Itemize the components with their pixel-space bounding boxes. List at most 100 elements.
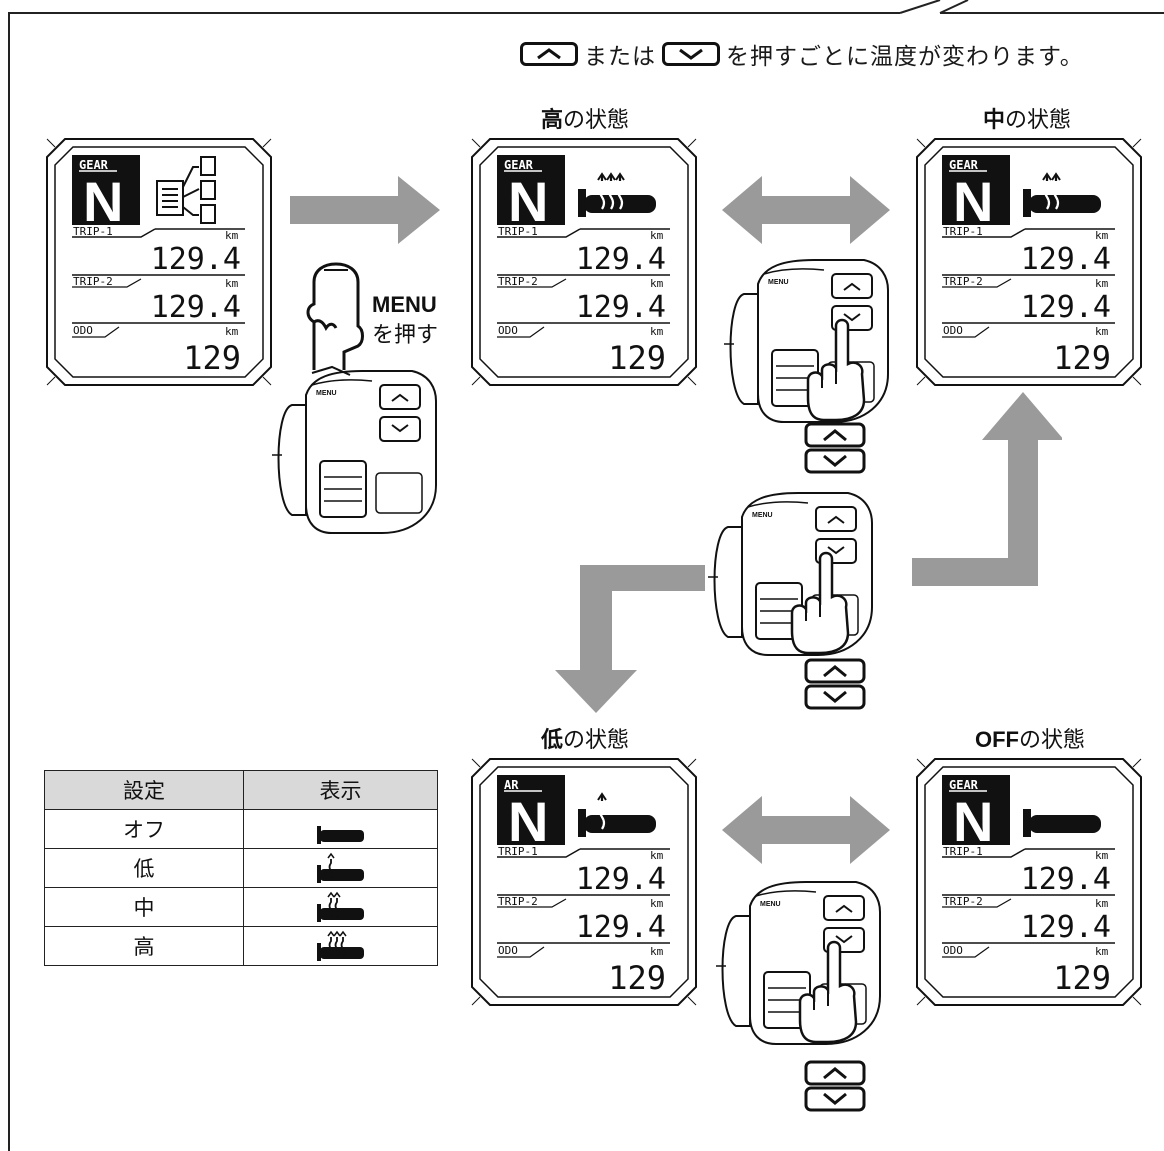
svg-text:MENU: MENU [760, 901, 781, 908]
trip1-value: 129.4 [151, 242, 241, 277]
table-cell-setting: 低 [44, 848, 244, 888]
grip-heater-mid-icon [1023, 172, 1101, 217]
down-button-icon [662, 42, 720, 66]
table-header-display: 表示 [243, 770, 438, 810]
handlebar-switch-1: MENU [724, 254, 904, 434]
odo-value: 129 [183, 339, 241, 377]
table-cell-setting: 高 [44, 926, 244, 966]
grip-heater-high-icon [578, 172, 656, 217]
grip-heater-off-icon [315, 816, 367, 844]
trip1-value: 129.4 [1021, 242, 1111, 277]
unit: km [650, 945, 664, 958]
trip1-label: TRIP-1 [498, 845, 538, 858]
pointing-finger-icon [306, 262, 364, 370]
up-down-buttons-1 [804, 422, 866, 474]
table-cell-icon [243, 887, 438, 927]
trip2-value: 129.4 [151, 290, 241, 325]
unit: km [1095, 229, 1109, 242]
menu-press-label: MENU を押す [372, 290, 438, 350]
unit: km [225, 229, 239, 242]
up-down-buttons-3 [804, 1060, 866, 1112]
trip2-label: TRIP-2 [498, 895, 538, 908]
odo-value: 129 [608, 959, 666, 997]
state-label-off: OFFの状態 [974, 727, 1085, 752]
lcd-display-menu: GEAR N TRIP-1 km 129.4 TRIP-2 km 129.4 O… [45, 137, 273, 387]
double-arrow-high-mid-icon [722, 176, 890, 244]
gear-label: GEAR [949, 158, 979, 172]
instruction-connector: または [584, 43, 656, 69]
gear-value: N [953, 170, 993, 233]
unit: km [225, 325, 239, 338]
gear-value: N [508, 170, 548, 233]
odo-value: 129 [1053, 959, 1111, 997]
table-row: 中 [44, 887, 438, 927]
handlebar-switch-2: MENU [708, 487, 888, 667]
menu-list-icon [156, 156, 216, 224]
state-label-high: 高の状態 [540, 107, 630, 132]
gear-value: N [508, 790, 548, 853]
unit: km [1095, 849, 1109, 862]
table-cell-icon [243, 926, 438, 966]
lcd-display-mid: GEAR N TRIP-1 km 129.4 TRIP-2 km 129.4 O… [915, 137, 1143, 387]
trip1-label: TRIP-1 [943, 845, 983, 858]
table-cell-icon [243, 809, 438, 849]
grip-heater-low-icon [315, 852, 367, 883]
instruction-body: を押すごとに温度が変わります。 [726, 43, 1084, 69]
heater-legend-table: 設定 表示 オフ 低 中 高 [44, 770, 438, 966]
trip1-label: TRIP-1 [943, 225, 983, 238]
grip-heater-high-icon [315, 930, 367, 961]
menu-button-label: MENU [372, 292, 437, 317]
svg-text:MENU: MENU [752, 512, 773, 519]
gear-label: GEAR [504, 158, 534, 172]
odo-label: ODO [73, 324, 93, 337]
gear-value: N [953, 790, 993, 853]
trip2-value: 129.4 [1021, 290, 1111, 325]
lcd-display-low: AR N TRIP-1 km 129.4 TRIP-2 km 129.4 ODO… [470, 757, 698, 1007]
trip1-label: TRIP-1 [498, 225, 538, 238]
table-cell-setting: オフ [44, 809, 244, 849]
lcd-display-off: GEAR N TRIP-1 km 129.4 TRIP-2 km 129.4 O… [915, 757, 1143, 1007]
gear-label: GEAR [79, 158, 109, 172]
table-cell-icon [243, 848, 438, 888]
grip-heater-off-icon [1023, 809, 1101, 837]
unit: km [650, 229, 664, 242]
unit: km [1095, 325, 1109, 338]
table-cell-setting: 中 [44, 887, 244, 927]
odo-label: ODO [498, 324, 518, 337]
table-row: オフ [44, 809, 438, 849]
gear-label: GEAR [949, 778, 979, 792]
trip2-value: 129.4 [1021, 910, 1111, 945]
svg-text:MENU: MENU [316, 390, 337, 397]
gear-value: N [83, 170, 123, 233]
odo-label: ODO [943, 324, 963, 337]
table-row: 高 [44, 926, 438, 966]
odo-value: 129 [608, 339, 666, 377]
trip1-value: 129.4 [576, 862, 666, 897]
grip-heater-mid-icon [315, 891, 367, 922]
table-row: 低 [44, 848, 438, 888]
trip2-value: 129.4 [576, 290, 666, 325]
unit: km [650, 849, 664, 862]
table-header-setting: 設定 [44, 770, 244, 810]
state-label-low: 低の状態 [540, 727, 630, 752]
trip2-label: TRIP-2 [498, 275, 538, 288]
arrow-down-left-icon [555, 565, 705, 713]
unit: km [650, 897, 664, 910]
handlebar-switch-menu: MENU [272, 365, 452, 545]
trip2-label: TRIP-2 [73, 275, 113, 288]
unit: km [1095, 277, 1109, 290]
trip2-label: TRIP-2 [943, 895, 983, 908]
instruction-text: または を押すごとに温度が変わります。 [520, 32, 1160, 76]
unit: km [1095, 897, 1109, 910]
trip1-value: 129.4 [1021, 862, 1111, 897]
menu-press-verb: を押す [372, 322, 439, 347]
odo-label: ODO [498, 944, 518, 957]
odo-label: ODO [943, 944, 963, 957]
up-button-icon [520, 42, 578, 66]
arrow-right-icon [290, 176, 440, 244]
handlebar-switch-3: MENU [716, 876, 896, 1056]
grip-heater-low-icon [578, 792, 656, 837]
trip1-value: 129.4 [576, 242, 666, 277]
gear-label: AR [504, 778, 519, 792]
